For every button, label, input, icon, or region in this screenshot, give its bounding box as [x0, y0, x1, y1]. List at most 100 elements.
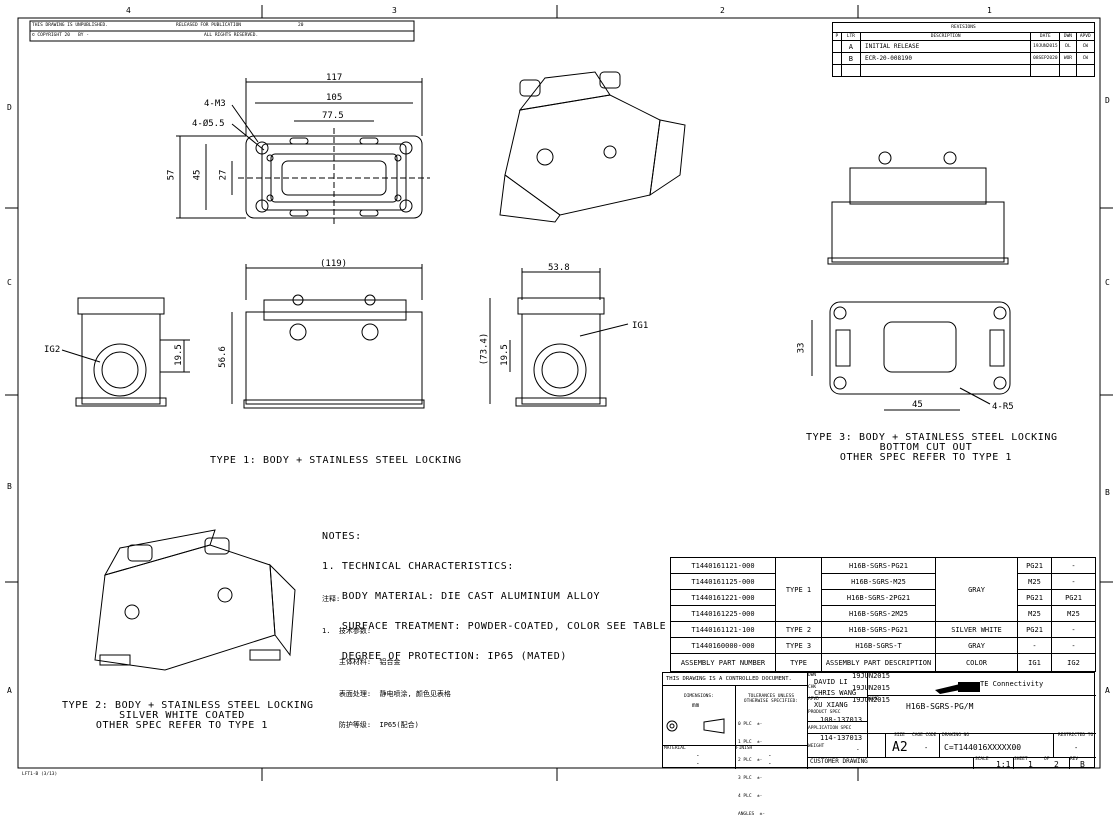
notes-cn-block: 注释: 1. 技术参数: 主体材料: 铝合金 表面处理: 静电喷涂, 颜色见表格…	[322, 573, 451, 741]
dim-73-4: (73.4)	[479, 332, 490, 366]
chk-date: 19JUN2015	[852, 684, 890, 692]
app-spec-value: 114-137013	[820, 734, 863, 742]
scale-label: SCALE	[975, 757, 989, 762]
dim-4-phi5-5: 4-Ø5.5	[192, 119, 225, 129]
table-row: T1440161221-000 H16B-SGRS-2PG21 PG21 PG2…	[670, 589, 1096, 606]
footer-code: LFT1-B (3/13)	[22, 772, 58, 777]
dim-19-5-right: 19.5	[499, 344, 510, 366]
dim-77-5: 77.5	[322, 111, 344, 121]
revisions-title: REVISIONS	[832, 22, 1095, 33]
dim-45: 45	[192, 169, 203, 181]
dim-119: (119)	[320, 259, 348, 269]
app-spec-label: APPLICATION SPEC	[808, 726, 852, 731]
dim-27: 27	[218, 169, 229, 181]
tolerances-label: TOLERANCES UNLESS OTHERWISE SPECIFIED:	[743, 694, 799, 704]
rev-value: B	[1080, 760, 1085, 769]
notes-cn-line: 1. 技术参数:	[322, 626, 372, 635]
of-label: OF	[1044, 757, 1050, 762]
finish-value-2: -	[768, 760, 772, 767]
of-value: 2	[1054, 760, 1059, 769]
table-row: T1440161121-100 TYPE 2 H16B-SGRS-PG21 SI…	[670, 621, 1096, 638]
restricted-value: -	[1074, 744, 1079, 752]
top-view	[176, 78, 430, 226]
caption-type3-line3: OTHER SPEC REFER TO TYPE 1	[839, 452, 1013, 463]
finish-value: -	[768, 752, 772, 759]
zone-side-a-right: A	[1105, 686, 1110, 695]
sheet-label: SHEET	[1014, 757, 1028, 762]
notes-line: BODY MATERIAL: DIE CAST ALUMINIUM ALLOY	[322, 591, 601, 602]
table-row: B ECR-20-008190 08SEP2020 WOR CW	[832, 52, 1096, 65]
notes-block: NOTES: 1. TECHNICAL CHARACTERISTICS: BOD…	[322, 512, 666, 672]
material-label: MATERIAL	[664, 746, 686, 751]
zone-side-c-right: C	[1105, 278, 1110, 287]
controlled-note: THIS DRAWING IS A CONTROLLED DOCUMENT.	[666, 676, 792, 682]
parts-table: T1440161121-000 TYPE 1 H16B-SGRS-PG21 GR…	[670, 557, 1096, 672]
dim-4-m3: 4-M3	[204, 99, 226, 109]
rev-head-dwn: DWN	[1059, 32, 1077, 41]
rights-note: ALL RIGHTS RESERVED.	[204, 33, 259, 38]
notes-line: 1. TECHNICAL CHARACTERISTICS:	[322, 561, 514, 572]
rev-head-apvd: APVD	[1075, 32, 1096, 41]
zone-side-c: C	[7, 278, 12, 287]
rev-head-date: DATE	[1030, 32, 1061, 41]
name-label: NAME	[868, 697, 879, 702]
sheet-value: 1	[1028, 760, 1033, 769]
zone-side-d-right: D	[1105, 96, 1110, 105]
apvd-date: 19JUN2015	[852, 696, 890, 704]
dwn-date: 19JUN2015	[852, 672, 890, 680]
notes-title: NOTES:	[322, 531, 362, 542]
tolerance-list: 0 PLC ±- 1 PLC ±- 2 PLC ±- 3 PLC ±- 4 PL…	[738, 722, 766, 817]
chk-name: CHRIS WANG	[814, 689, 857, 697]
material-value: -	[696, 752, 700, 759]
type1-views	[61, 264, 629, 409]
projection-symbol	[666, 718, 725, 734]
label-ig2: IG2	[44, 345, 61, 355]
zone-side-b: B	[7, 482, 12, 491]
weight-label: WEIGHT	[808, 744, 825, 749]
label-ig1: IG1	[632, 321, 649, 331]
type3-views	[811, 151, 1011, 411]
unpublished-note: THIS DRAWING IS UNPUBLISHED.	[32, 23, 108, 28]
caption-type1: TYPE 1: BODY + STAINLESS STEEL LOCKING	[210, 455, 462, 466]
company-name: TE Connectivity	[980, 680, 1044, 688]
rev-head-p: P	[832, 32, 842, 41]
material-value-2: -	[696, 760, 700, 767]
zone-top-4: 4	[126, 6, 131, 15]
dwn-label: DWN	[808, 673, 817, 678]
zone-top-3: 3	[392, 6, 397, 15]
dim-4-r5: 4-R5	[992, 402, 1014, 412]
scale-value: 1:1	[996, 760, 1011, 769]
dim-19-5-left: 19.5	[173, 344, 184, 366]
revisions-table: REVISIONS P LTR DESCRIPTION DATE DWN APV…	[832, 22, 1096, 77]
cage-label: CAGE CODE	[912, 733, 937, 738]
released-year: 20	[298, 23, 304, 28]
table-row: T1440160000-000 TYPE 3 H16B-SGRS-T GRAY …	[670, 637, 1096, 654]
iso-view-type2	[94, 529, 296, 671]
notes-cn-line: 防护等级: IP65(配合)	[322, 721, 419, 729]
caption-type3-line2: BOTTOM CUT OUT	[879, 442, 973, 453]
dimensions-label: DIMENSIONS:	[684, 694, 714, 699]
iso-view-type1	[499, 71, 686, 223]
units-value: mm	[692, 702, 700, 709]
notes-line: SURFACE TREATMENT: POWDER-COATED, COLOR …	[322, 621, 667, 632]
size-label: SIZE	[894, 733, 905, 738]
customer-drawing: CUSTOMER DRAWING	[810, 758, 868, 765]
notes-cn-title: 注释:	[322, 595, 341, 603]
caption-type2-line2: SILVER WHITE COATED	[119, 710, 245, 721]
product-spec-value: 108-137013	[820, 716, 863, 724]
restricted-label: RESTRICTED TO	[1058, 733, 1094, 738]
apvd-name: XU XIANG	[814, 701, 848, 709]
table-row: T1440161121-000 TYPE 1 H16B-SGRS-PG21 GR…	[670, 557, 1096, 622]
rev-head-ltr: LTR	[840, 32, 862, 41]
chk-label: CHK	[808, 685, 817, 690]
title-block	[662, 672, 1096, 769]
zone-side-a: A	[7, 686, 12, 695]
product-spec-label: PRODUCT SPEC	[808, 710, 841, 715]
cage-value: -	[924, 744, 929, 752]
notes-cn-line: 表面处理: 静电喷涂, 颜色见表格	[322, 689, 451, 698]
released-note: RELEASED FOR PUBLICATION	[176, 23, 242, 28]
caption-type2-line3: OTHER SPEC REFER TO TYPE 1	[95, 720, 269, 731]
drawing-graphics	[5, 5, 1113, 781]
table-header-row: ASSEMBLY PART NUMBER TYPE ASSEMBLY PART …	[670, 653, 1096, 672]
dim-33: 33	[796, 342, 807, 354]
